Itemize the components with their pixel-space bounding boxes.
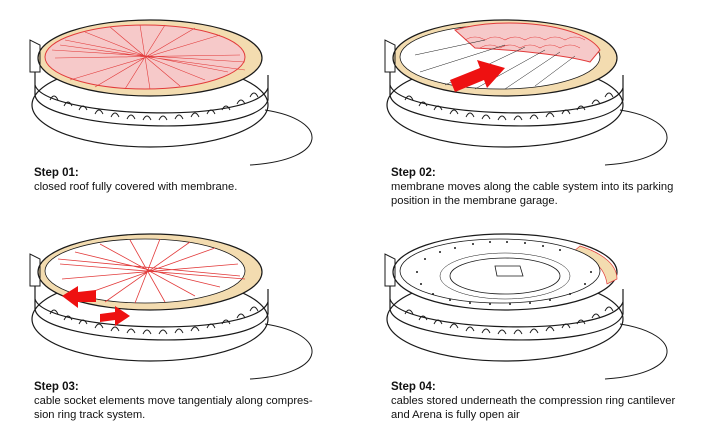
arena-closed-roof-illustration — [29, 19, 313, 166]
stage — [494, 265, 524, 277]
tower-left — [29, 39, 41, 73]
step-01-panel: Step 01: closed roof fully covered with … — [0, 0, 355, 224]
ground-line — [604, 323, 668, 380]
step-text: cable socket elements move tangentialy a… — [34, 395, 313, 421]
arcade-arches — [49, 306, 259, 335]
step-text: closed roof fully covered with membrane. — [34, 181, 238, 193]
step-title: Step 03: — [34, 381, 79, 393]
arena-open-air-illustration — [384, 233, 668, 380]
step-04-caption: Step 04: cables stored underneath the co… — [391, 380, 710, 422]
step-02-caption: Step 02: membrane moves along the cable … — [391, 166, 710, 208]
step-title: Step 01: — [34, 167, 79, 179]
ground-line — [249, 323, 313, 380]
step-03-panel: Step 03: cable socket elements move tang… — [0, 224, 355, 448]
arcade-arches — [49, 92, 259, 121]
arena-cable-sockets-illustration — [29, 233, 313, 380]
seating-dots — [416, 241, 592, 305]
arcade-arches — [404, 92, 614, 121]
ground-line — [249, 109, 313, 166]
step-title: Step 04: — [391, 381, 436, 393]
step-02-panel: Step 02: membrane moves along the cable … — [355, 0, 710, 224]
step-03-caption: Step 03: cable socket elements move tang… — [34, 380, 354, 422]
arcade-arches — [404, 306, 614, 335]
arena-membrane-moving-illustration — [384, 19, 668, 166]
arena-floor — [449, 257, 561, 295]
step-01-caption: Step 01: closed roof fully covered with … — [34, 166, 354, 194]
direction-arrow — [450, 60, 505, 92]
arena-arcade-band — [34, 72, 269, 127]
socket-arrow-left — [62, 286, 96, 308]
step-text: cables stored underneath the compression… — [391, 395, 676, 421]
radial-cables — [57, 238, 246, 304]
radial-cables — [51, 24, 246, 90]
step-text: membrane moves along the cable system in… — [391, 181, 674, 207]
ground-line — [604, 109, 668, 166]
step-04-panel: Step 04: cables stored underneath the co… — [355, 224, 710, 448]
membrane-folded — [454, 22, 601, 63]
socket-arrow-right — [100, 306, 130, 326]
step-title: Step 02: — [391, 167, 436, 179]
